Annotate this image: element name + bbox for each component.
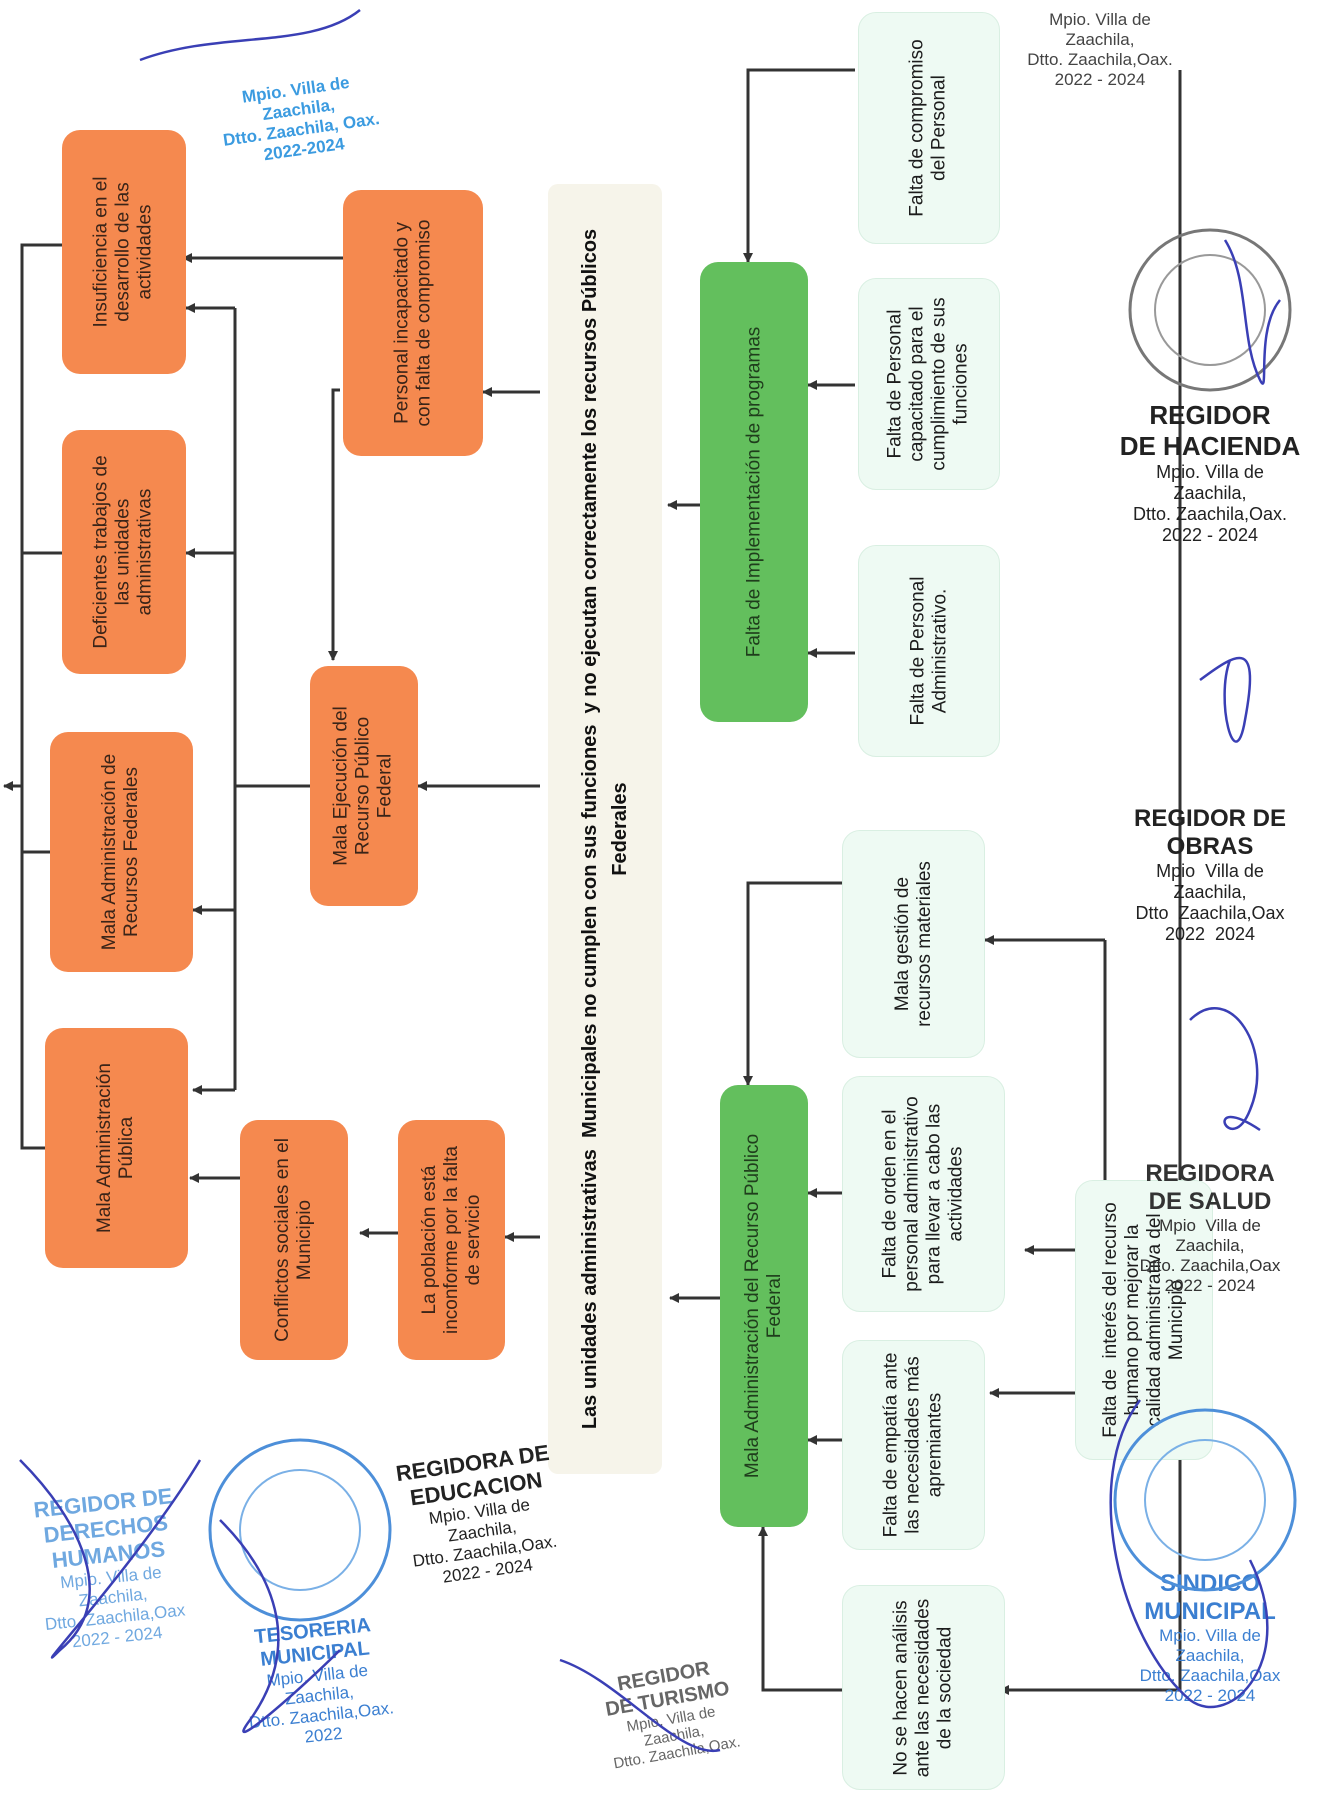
cause-mala-gestion-materiales: Mala gestión de recursos materiales	[842, 830, 985, 1058]
cause-falta-interes-recurso-humano: Falta de interés del recurso humano por …	[1075, 1180, 1213, 1460]
cause-falta-empatia: Falta de empatía ante las necesidades má…	[842, 1340, 985, 1550]
coat-of-arms-emblem-blue	[1113, 1408, 1297, 1592]
seal-sindico-municipal: SINDICO MUNICIPAL Mpio. Villa de Zaachil…	[1139, 1570, 1281, 1705]
cause-falta-compromiso: Falta de compromiso del Personal	[858, 12, 1000, 244]
central-problem: Las unidades administrativas Municipales…	[548, 184, 662, 1474]
effect-personal-incapacitado: Personal incapacitado y con falta de com…	[343, 190, 483, 456]
problem-falta-implementacion: Falta de Implementación de programas	[700, 262, 808, 722]
coat-of-arms-emblem-tesoreria	[208, 1438, 392, 1622]
problem-mala-administracion-recurso: Mala Administración del Recurso Público …	[720, 1085, 808, 1527]
seal-regidor-hacienda: REGIDOR DE HACIENDA Mpio. Villa de Zaach…	[1119, 400, 1301, 545]
cause-no-analisis-necesidades: No se hacen análisis ante las necesidade…	[842, 1585, 1005, 1790]
seal-regidor-obras: REGIDOR DE OBRAS Mpio Villa de Zaachila,…	[1133, 805, 1286, 944]
seal-regidora-salud: REGIDORA DE SALUD Mpio Villa de Zaachila…	[1139, 1160, 1281, 1295]
effect-mala-administracion-recursos-federales: Mala Administración de Recursos Federale…	[50, 732, 193, 972]
effect-mala-ejecucion-recurso: Mala Ejecución del Recurso Público Feder…	[310, 666, 418, 906]
effect-conflictos-sociales: Conflictos sociales en el Municipio	[240, 1120, 348, 1360]
cause-falta-personal-administrativo: Falta de Personal Administrativo.	[858, 545, 1000, 757]
effect-poblacion-inconforme: La población está inconforme por la falt…	[398, 1120, 505, 1360]
cause-falta-orden-personal: Falta de orden en el personal administra…	[842, 1076, 1005, 1312]
effect-insuficiencia-actividades: Insuficiencia en el desarrollo de las ac…	[62, 130, 186, 374]
cause-falta-personal-capacitado: Falta de Personal capacitado para el cum…	[858, 278, 1000, 490]
effect-deficientes-trabajos: Deficientes trabajos de las unidades adm…	[62, 430, 186, 674]
effect-mala-administracion-publica: Mala Administración Pública	[45, 1028, 188, 1268]
coat-of-arms-emblem	[1128, 228, 1292, 392]
seal-top-right: Mpio. Villa de Zaachila, Dtto. Zaachila,…	[1027, 10, 1173, 89]
